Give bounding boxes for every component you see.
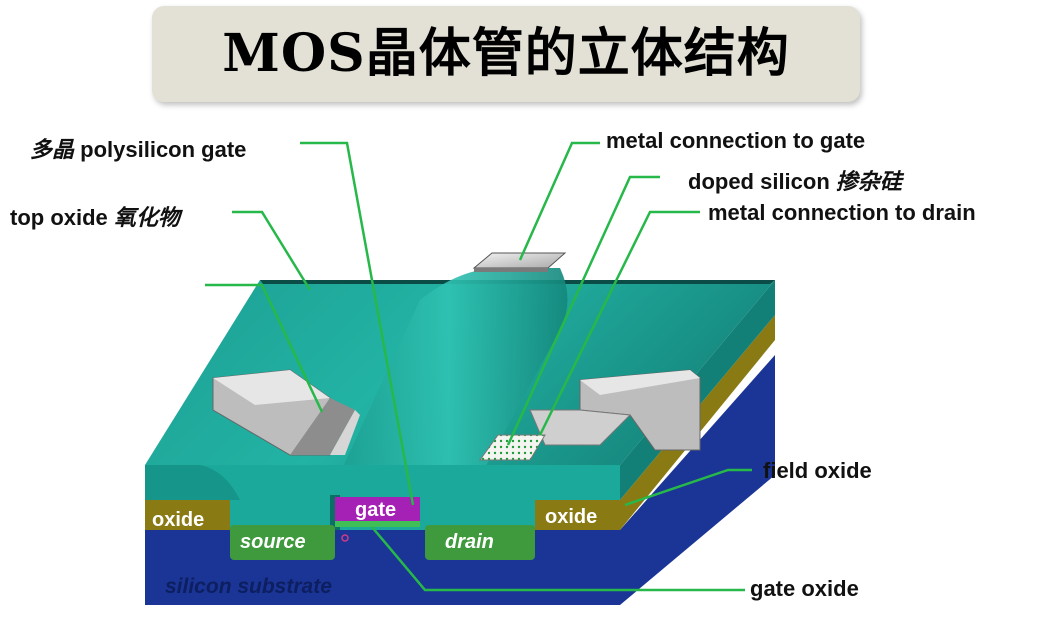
drain-label: drain <box>445 531 494 553</box>
leader-doped-silicon <box>506 175 660 446</box>
leader-polysilicon-gate <box>300 141 415 506</box>
leader-lines <box>205 141 752 592</box>
front-top-oxide <box>145 465 620 500</box>
source-region <box>230 525 335 560</box>
page-title: MOS晶体管的立体结构 <box>222 23 790 84</box>
callout-field-oxide: field oxide <box>763 458 872 483</box>
source-label: source <box>240 531 306 553</box>
callout-metal-gate: metal connection to gate <box>606 128 866 153</box>
title-banner: MOS晶体管的立体结构 <box>152 6 860 102</box>
leader-top-oxide <box>232 210 312 291</box>
callout-doped-silicon: doped silicon 掺杂硅 <box>688 169 902 195</box>
oxide-left-label: oxide <box>152 509 204 531</box>
gate-oxide-layer <box>335 521 420 527</box>
leader-left-contact <box>205 283 324 413</box>
callout-polysilicon-gate: 多晶 polysilicon gate <box>30 137 247 163</box>
callout-gate-oxide: gate oxide <box>750 576 859 601</box>
gate-ridge <box>330 268 568 495</box>
gate-region <box>335 497 420 521</box>
doped-silicon-region <box>479 434 546 461</box>
gate-label: gate <box>355 499 396 521</box>
metal-gate-contact <box>472 252 567 269</box>
substrate-label: silicon substrate <box>165 575 332 598</box>
leader-gate-oxide <box>371 526 745 592</box>
callout-top-oxide: top oxide 氧化物 <box>10 205 180 231</box>
leader-metal-drain <box>538 210 700 436</box>
drain-region <box>425 525 535 560</box>
leader-field-oxide <box>624 468 752 507</box>
leader-metal-gate <box>518 141 600 261</box>
front-oxide-layer <box>145 500 230 530</box>
oxide-right-label: oxide <box>545 506 597 528</box>
callout-metal-drain: metal connection to drain <box>708 200 976 225</box>
